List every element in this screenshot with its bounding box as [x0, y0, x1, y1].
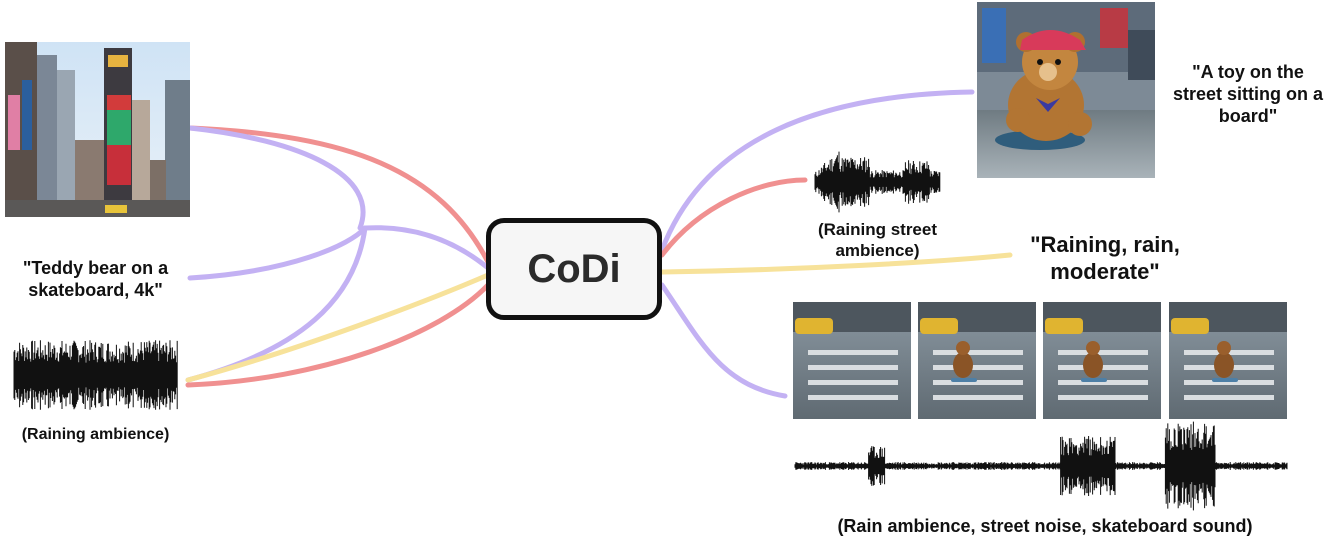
purple-edge-out-image	[659, 89, 975, 253]
teddy-body	[953, 352, 973, 378]
yellow-edge-out-text	[659, 252, 1013, 275]
waveform-trace	[794, 421, 1288, 511]
purple-edge-merge	[362, 225, 491, 271]
taxi	[795, 318, 833, 334]
output-audio-waveform	[814, 151, 941, 213]
teddy-body	[1214, 352, 1234, 378]
teddy-body	[1083, 352, 1103, 378]
yellow-edge-audio	[185, 272, 491, 383]
output-audio-caption: (Raining street ambience)	[817, 220, 938, 260]
purple-edge-text	[187, 225, 368, 281]
teddy-head	[956, 341, 970, 355]
crosswalk-stripe	[1058, 350, 1148, 355]
output-connections	[659, 89, 1013, 399]
crosswalk-stripe	[808, 365, 898, 370]
crosswalk-stripe	[933, 380, 1023, 385]
crosswalk-stripe	[1184, 395, 1274, 400]
taxi	[920, 318, 958, 334]
crosswalk-stripe	[1058, 365, 1148, 370]
crosswalk-stripe	[933, 350, 1023, 355]
taxi	[1171, 318, 1209, 334]
crosswalk-stripe	[1058, 380, 1148, 385]
purple-edge-image-branch	[187, 125, 366, 231]
teddy-head	[1217, 341, 1231, 355]
skateboard	[1212, 378, 1238, 382]
crosswalk-stripe	[808, 395, 898, 400]
crosswalk-stripe	[933, 365, 1023, 370]
skateboard	[1081, 378, 1107, 382]
output-video-audio-caption: (Rain ambience, street noise, skateboard…	[837, 516, 1253, 536]
taxi	[1045, 318, 1083, 334]
input-audio-waveform	[13, 340, 178, 410]
purple-edge-audio	[185, 225, 368, 383]
output-text-caption: "Raining, rain, moderate"	[1030, 232, 1180, 284]
red-edge-image	[187, 125, 491, 265]
input-connections	[185, 125, 491, 388]
codi-hub-box: CoDi	[486, 218, 662, 320]
output-video-soundtrack-waveform	[794, 421, 1288, 511]
red-edge-audio	[185, 282, 491, 388]
input-text-prompt: "Teddy bear on a skateboard, 4k"	[22, 258, 169, 300]
crosswalk-stripe	[808, 380, 898, 385]
crosswalk-stripe	[1184, 380, 1274, 385]
output-teddy-image	[977, 2, 1155, 178]
crosswalk-stripe	[808, 350, 898, 355]
teddy-head	[1086, 341, 1100, 355]
input-city-image	[5, 42, 190, 217]
skateboard	[951, 378, 977, 382]
codi-hub-label: CoDi	[527, 246, 621, 291]
crosswalk-stripe	[933, 395, 1023, 400]
crosswalk-stripe	[1058, 395, 1148, 400]
waveform-trace	[814, 151, 941, 213]
output-image-caption: "A toy on the street sitting on a board"	[1172, 62, 1324, 126]
input-audio-caption: (Raining ambience)	[21, 426, 170, 443]
red-edge-out-audio	[659, 177, 808, 258]
output-video-frames	[793, 302, 1287, 419]
waveform-trace	[13, 340, 178, 410]
purple-edge-out-video	[659, 282, 788, 399]
